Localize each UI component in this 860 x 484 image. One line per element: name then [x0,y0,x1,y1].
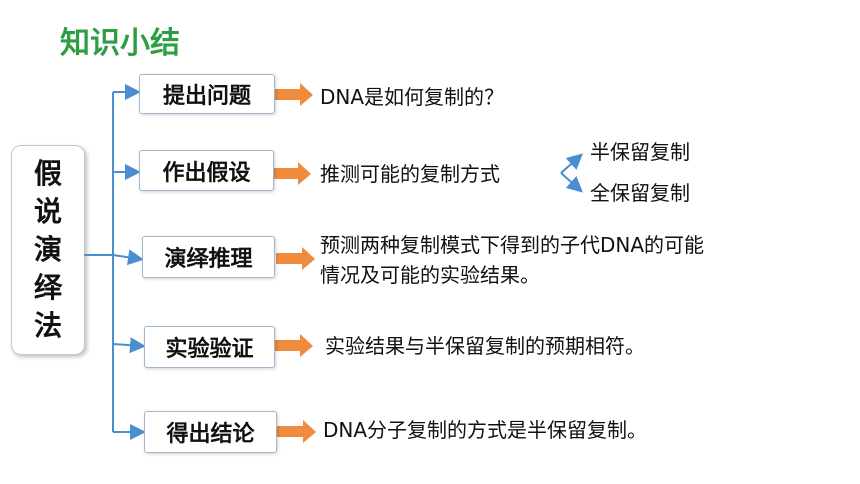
conclusion-text: DNA分子复制的方式是半保留复制。 [323,418,648,442]
deduction-text-line1: 预测两种复制模式下得到的子代DNA的可能 [320,233,705,257]
step-box-hypothesis: 作出假设 [139,150,274,191]
step-box-deduction: 演绎推理 [142,236,275,278]
orange-arrow [274,334,313,357]
page-title: 知识小结 [60,26,180,61]
step-box-experiment: 实验验证 [144,326,275,368]
option-semi-conservative: 半保留复制 [590,140,690,164]
method-char: 绎 [33,271,62,304]
method-box: 假 说 演 绎 法 [11,145,85,355]
step-box-propose-question: 提出问题 [139,74,275,114]
fork-arrow-down [560,172,583,193]
experiment-text: 实验结果与半保留复制的预期相符。 [325,334,645,358]
option-conservative: 全保留复制 [590,181,690,205]
step-box-conclusion: 得出结论 [144,411,277,453]
fork-arrow-up [560,153,583,174]
question-text: DNA是如何复制的？ [320,85,505,109]
deduction-text-line2: 情况及可能的实验结果。 [320,263,540,287]
hypothesis-text: 推测可能的复制方式 [320,162,500,186]
orange-arrow [277,420,316,443]
branch-arrow [112,249,144,266]
method-char: 法 [33,309,62,342]
orange-arrow [276,247,315,270]
orange-arrow [272,162,311,185]
method-char: 假 [33,157,62,190]
method-char: 说 [33,195,62,228]
branch-arrow [112,337,146,354]
method-char: 演 [33,233,62,266]
orange-arrow [274,83,313,106]
